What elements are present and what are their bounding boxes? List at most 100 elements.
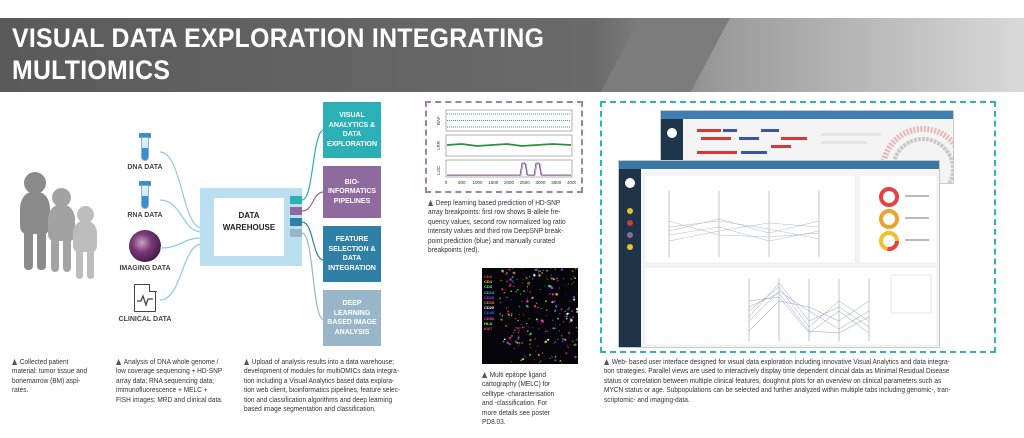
melc-cell	[542, 321, 544, 323]
melc-cell	[503, 291, 506, 294]
melc-cell	[569, 318, 573, 321]
header-band	[0, 18, 1024, 92]
module-connectors	[301, 129, 325, 321]
melc-cell	[516, 327, 520, 330]
snp-x-tick: 0	[445, 180, 448, 185]
melc-cell	[508, 314, 510, 316]
melc-cell	[551, 274, 552, 276]
melc-cell	[550, 268, 552, 270]
melc-cell	[575, 268, 577, 269]
melc-cell	[518, 344, 520, 346]
melc-cell	[500, 279, 502, 282]
melc-cell	[545, 269, 548, 272]
melc-cell	[513, 347, 515, 350]
melc-cell	[522, 314, 525, 316]
snp-x-tick: 3500	[551, 180, 562, 185]
caption-patients: Collected patient material: tumor tissue…	[12, 357, 88, 395]
melc-cell	[563, 278, 565, 280]
melc-cell	[526, 334, 527, 336]
snp-plot-frame	[425, 101, 583, 193]
melc-cell	[564, 284, 566, 286]
melc-cell	[569, 320, 572, 323]
melc-cell	[511, 276, 514, 279]
melc-cell	[517, 331, 519, 334]
melc-cell	[509, 336, 512, 339]
melc-cell	[499, 301, 502, 304]
melc-cell	[560, 335, 563, 337]
melc-cell	[554, 309, 557, 311]
melc-cell	[551, 355, 553, 357]
melc-cell	[550, 286, 554, 290]
melc-cell	[507, 310, 510, 313]
module-feature-selection: FEATURE SELECTION & DATA INTEGRATION	[323, 226, 381, 282]
melc-cell	[537, 269, 540, 272]
melc-cell	[533, 305, 537, 308]
melc-cell	[521, 358, 524, 361]
triangle-bullet-icon	[428, 200, 434, 206]
melc-cell	[537, 311, 539, 313]
melc-cell	[565, 352, 568, 355]
melc-cell	[515, 340, 517, 343]
melc-cell	[557, 280, 559, 282]
melc-cell	[515, 326, 517, 329]
melc-cell	[541, 352, 544, 354]
melc-cell	[550, 277, 554, 280]
triangle-bullet-icon	[12, 359, 18, 365]
module-deep-learning: DEEP LEARNING BASED IMAGE ANALYSIS	[323, 290, 381, 346]
melc-cell	[562, 321, 565, 323]
row-label-baf: BAF	[436, 116, 441, 125]
melc-legend-item: CD14	[484, 289, 495, 295]
melc-cell	[552, 278, 555, 281]
melc-cell	[572, 275, 575, 278]
caption-melc: Multi epitope ligand cartography (MELC) …	[482, 370, 555, 427]
melc-cell	[510, 314, 513, 317]
melc-cell	[552, 327, 555, 330]
melc-cell	[526, 286, 528, 288]
melc-cell	[568, 336, 570, 338]
connector-deep-learning	[290, 229, 302, 237]
melc-cell	[528, 318, 530, 320]
melc-cell	[537, 345, 539, 347]
melc-cell	[506, 280, 508, 283]
triangle-bullet-icon	[244, 359, 250, 365]
melc-cell	[553, 300, 556, 303]
melc-cell	[517, 347, 519, 349]
melc-cell	[516, 341, 519, 344]
melc-cell	[512, 281, 514, 283]
caption-analysis: Analysis of DNA whole genome / low cover…	[116, 357, 223, 404]
warehouse-box	[214, 198, 284, 256]
melc-legend-item: CD56	[484, 315, 495, 321]
melc-cell	[540, 307, 542, 310]
melc-cell	[560, 355, 562, 357]
melc-cell	[539, 362, 541, 364]
melc-cell	[523, 326, 525, 328]
dna-tube-icon	[141, 137, 149, 161]
melc-cell	[576, 292, 578, 294]
melc-cell	[499, 297, 501, 299]
melc-cell	[534, 268, 538, 272]
melc-cell	[572, 298, 576, 301]
melc-cell	[576, 307, 578, 311]
melc-cell	[544, 340, 548, 343]
melc-cell	[506, 280, 508, 282]
melc-cell	[525, 304, 528, 307]
melc-cell	[509, 284, 512, 287]
dashboard-content	[625, 174, 938, 346]
melc-cell	[522, 279, 524, 281]
melc-cell	[534, 338, 536, 340]
melc-cell	[551, 293, 555, 296]
melc-cell	[559, 359, 562, 362]
melc-cell	[566, 308, 569, 311]
melc-cell	[508, 342, 512, 346]
melc-cell	[570, 278, 573, 281]
caption-web-ui: Web- based user interface designed for v…	[604, 357, 951, 404]
melc-cell	[528, 275, 531, 278]
module-bioinformatics: BIO- INFORMATICS PIPELINES	[323, 166, 381, 218]
melc-cell	[549, 338, 551, 341]
row-label-loc: LOC	[436, 165, 441, 175]
melc-legend-item: CD16	[484, 294, 495, 300]
melc-cell	[535, 350, 537, 352]
melc-cell	[564, 310, 567, 313]
melc-cell	[554, 324, 556, 325]
